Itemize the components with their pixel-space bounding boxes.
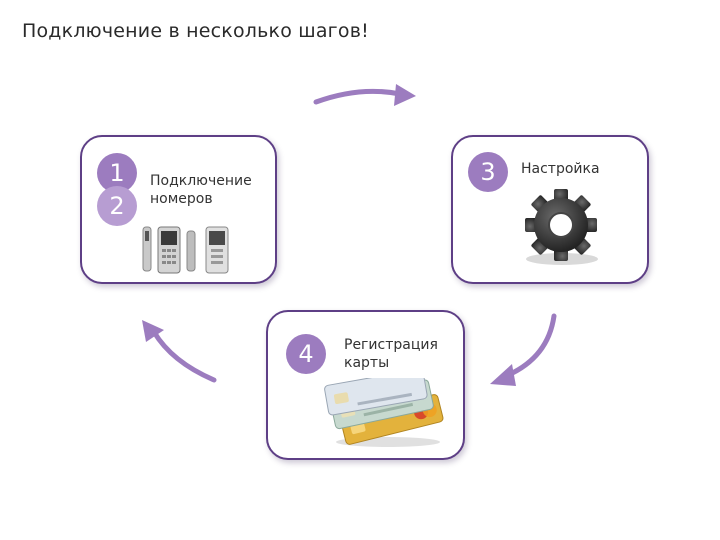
step-1-badge: 1 [97,153,137,193]
step-4-label: Регистрация карты [344,337,438,371]
gear-image [525,189,598,265]
phones-image [142,226,229,274]
slide-title: Подключение в несколько шагов! [22,20,369,42]
step-4-badge: 4 [286,334,326,374]
arrow-right-icon [490,313,557,386]
step-2-badge: 2 [97,186,137,226]
step-3-label: Настройка [521,161,600,177]
credit-cards-image [324,378,444,447]
arrow-left-icon [142,320,217,383]
step-2-label: Подключение номеров [150,173,252,207]
step-3-badge: 3 [468,152,508,192]
arrow-top-icon [313,84,416,106]
